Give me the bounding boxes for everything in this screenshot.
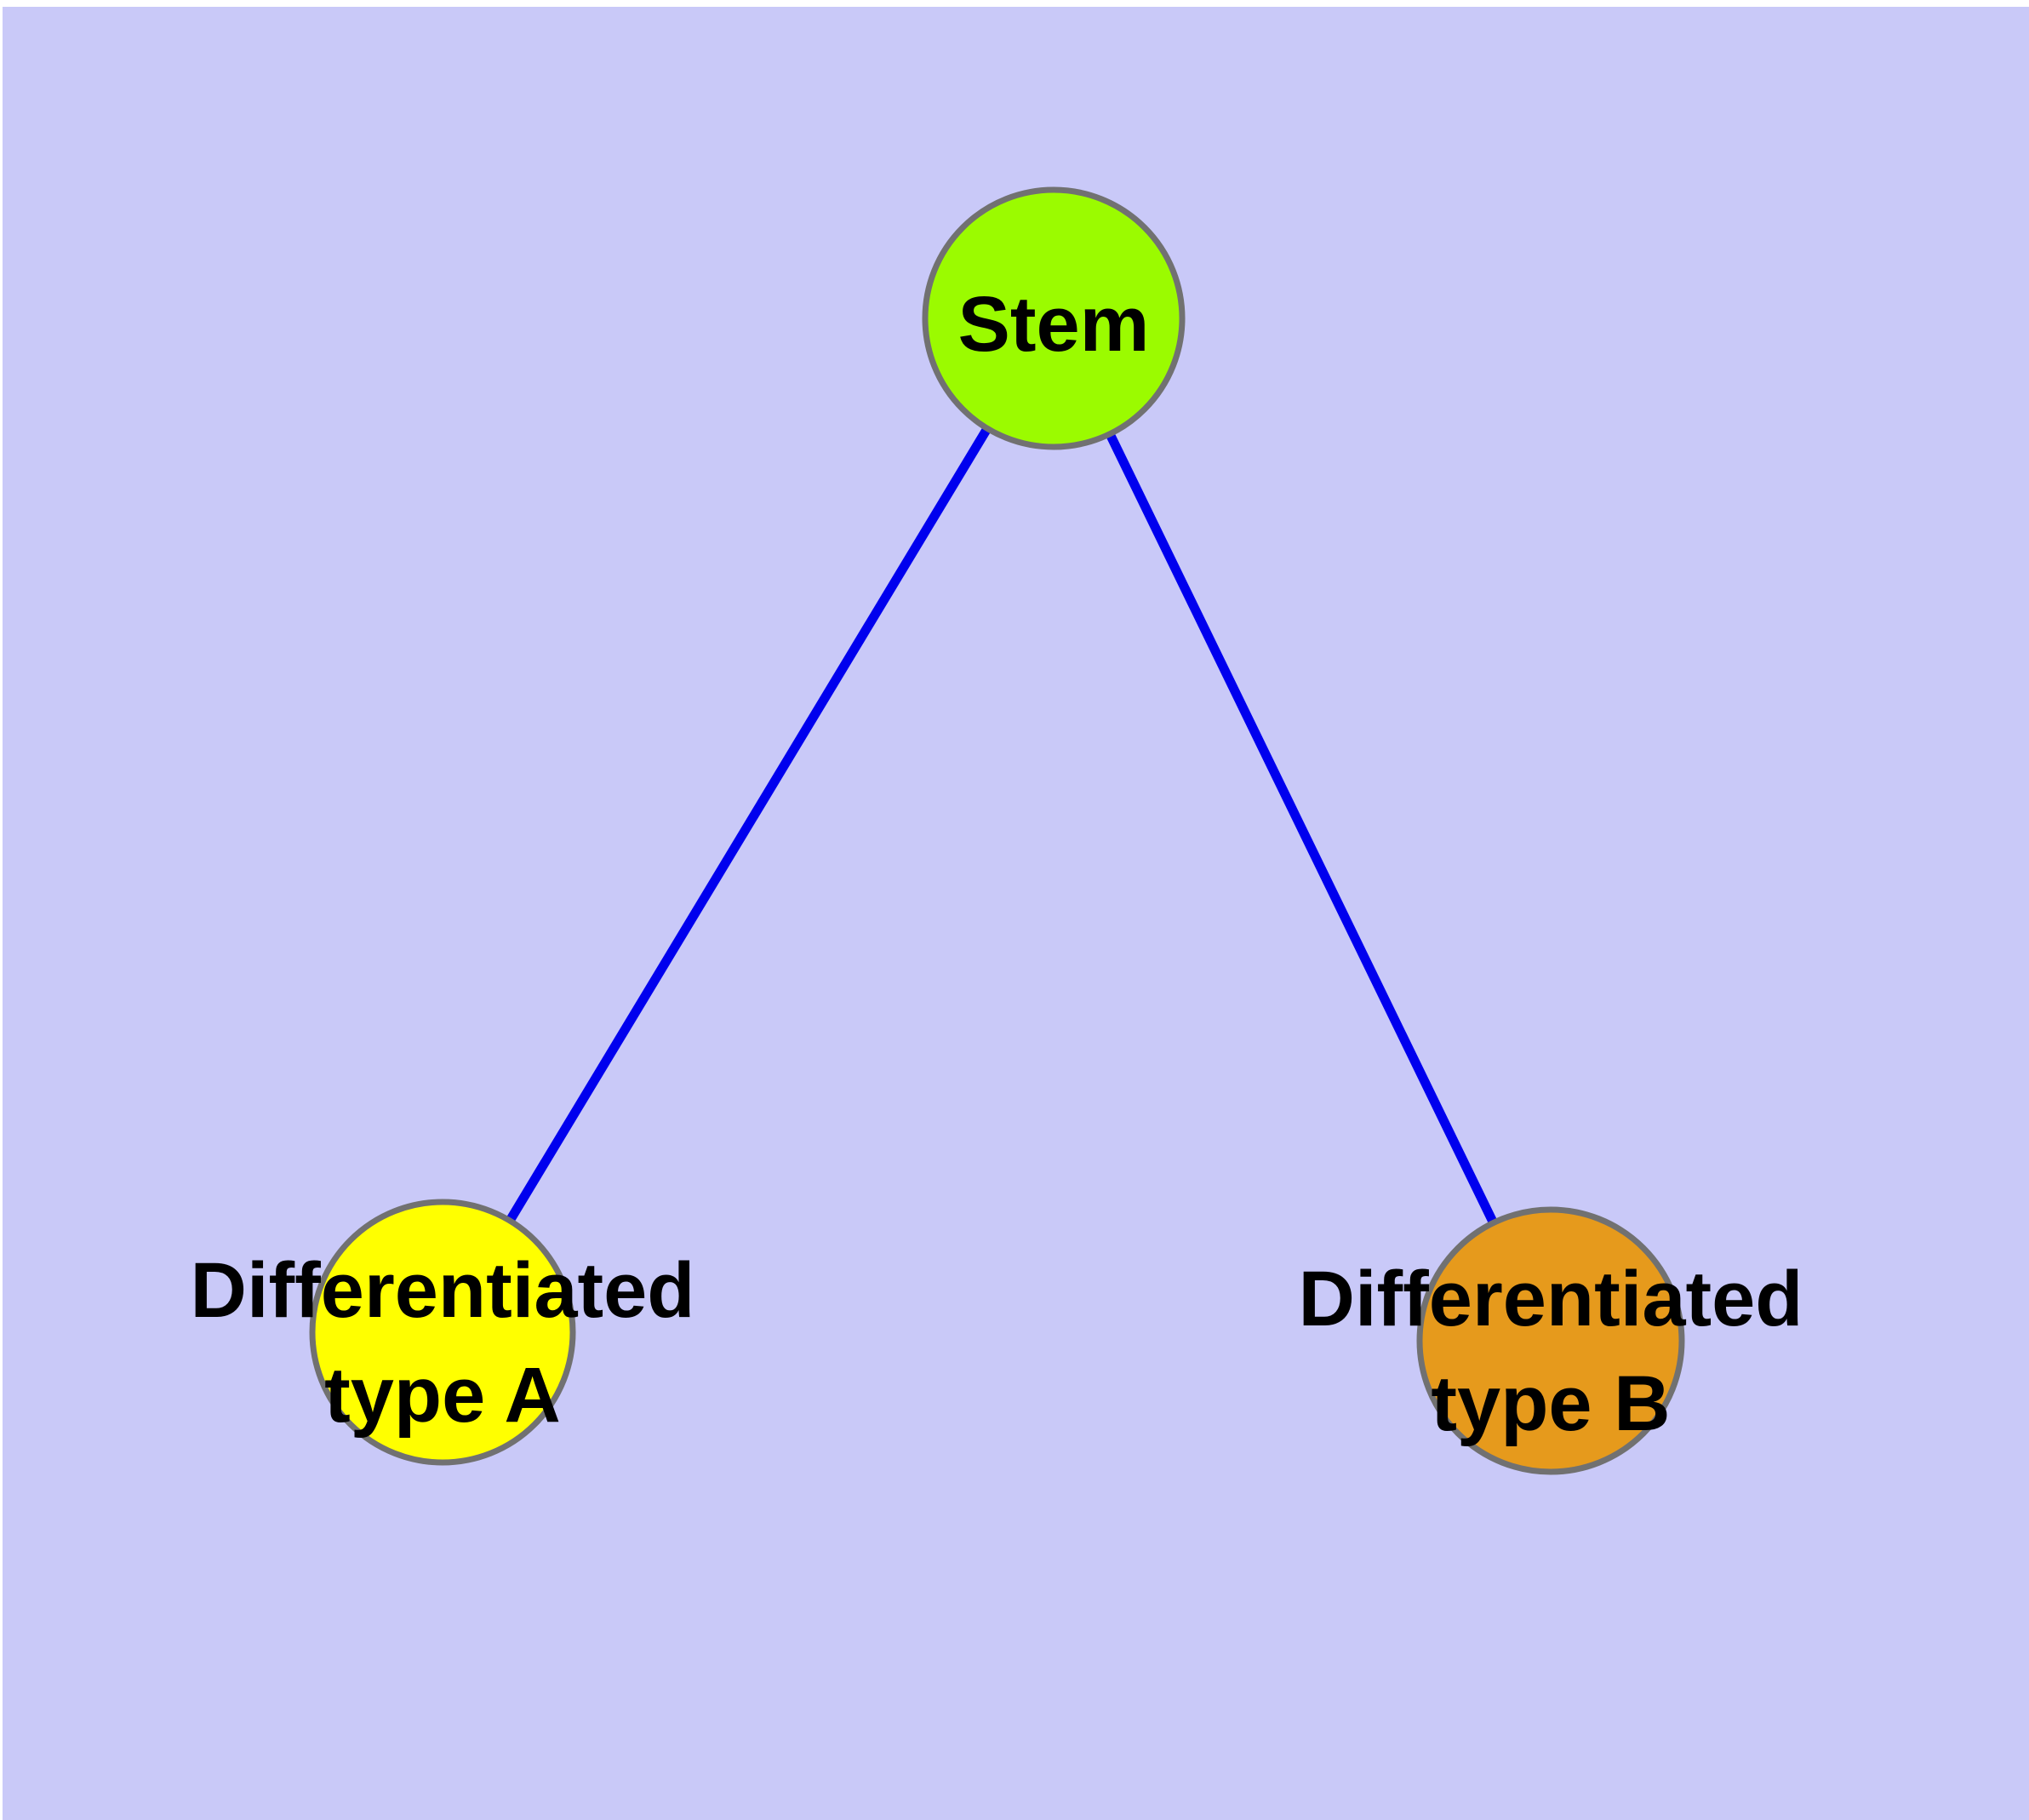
node-differentiated-type-a-label-line-1: Differentiated [191,1247,695,1334]
edge-stem-to-differentiated-type-a [438,316,1058,1335]
node-differentiated-type-b [1416,1206,1685,1475]
edge-stem-to-differentiated-type-b [1049,316,1555,1343]
node-differentiated-type-b-label-line-2: type B [1431,1360,1670,1447]
node-stem [922,186,1186,450]
node-differentiated-type-a [309,1199,576,1466]
node-stem-label-line-1: Stem [958,281,1150,368]
node-differentiated-type-b-label-line-1: Differentiated [1299,1256,1803,1342]
node-differentiated-type-a-label-line-2: type A [324,1352,561,1439]
